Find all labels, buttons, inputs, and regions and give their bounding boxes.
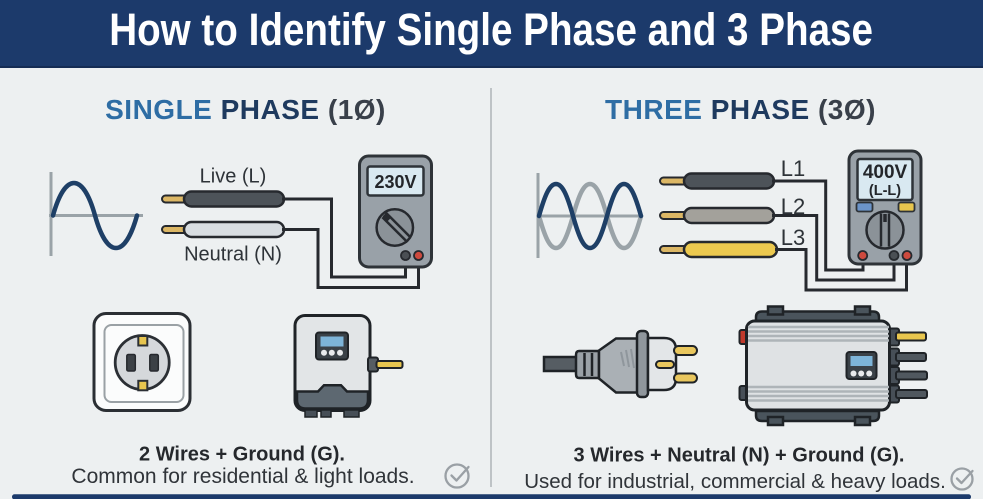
svg-text:(L-L): (L-L): [869, 183, 901, 199]
svg-text:230V: 230V: [374, 172, 416, 192]
svg-text:400V: 400V: [863, 162, 908, 183]
